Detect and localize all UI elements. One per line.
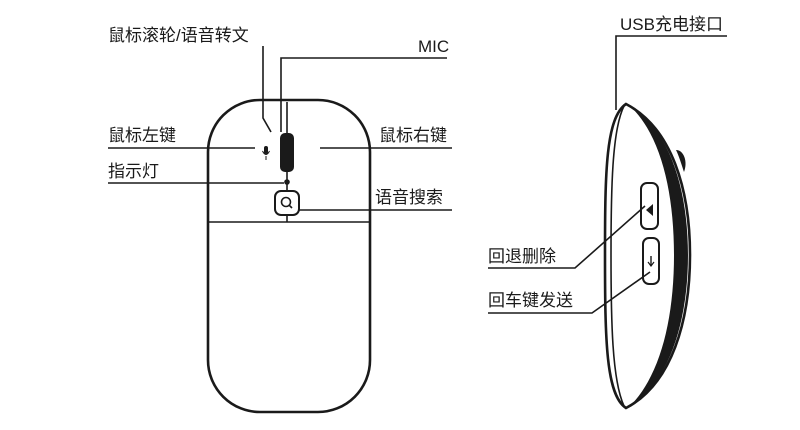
leader-backspace <box>488 205 646 269</box>
leader-enter <box>488 271 651 314</box>
side-shell <box>630 106 688 406</box>
leader-usb-port <box>615 35 727 110</box>
label-indicator: 指示灯 <box>108 162 159 181</box>
side-view-leaders <box>488 35 727 314</box>
enter-icon <box>647 256 655 267</box>
side-inner-edge <box>610 105 625 407</box>
search-icon <box>280 196 293 209</box>
side-body-outline <box>603 102 692 410</box>
leader-mic <box>280 57 447 132</box>
label-enter-send: 回车键发送 <box>488 291 573 310</box>
backspace-key <box>640 182 659 230</box>
side-wheel <box>676 150 686 172</box>
mouse-body-outline <box>206 98 372 414</box>
mic-icon <box>262 146 270 160</box>
mouse-top-view <box>206 98 372 414</box>
scroll-wheel <box>280 133 294 172</box>
label-left-button: 鼠标左键 <box>108 126 176 145</box>
leader-scroll-voice <box>262 46 272 133</box>
label-mic: MIC <box>418 37 449 56</box>
label-usb-port: USB充电接口 <box>620 15 723 34</box>
indicator-light <box>284 179 290 185</box>
top-view-leaders <box>108 46 452 211</box>
voice-search-button <box>274 190 300 216</box>
label-backspace: 回退删除 <box>488 247 556 266</box>
label-right-button: 鼠标右键 <box>379 126 447 145</box>
backspace-icon <box>646 204 653 216</box>
mouse-side-view <box>603 102 692 410</box>
label-scroll-voice: 鼠标滚轮/语音转文 <box>108 26 249 45</box>
label-voice-search: 语音搜索 <box>375 188 443 207</box>
